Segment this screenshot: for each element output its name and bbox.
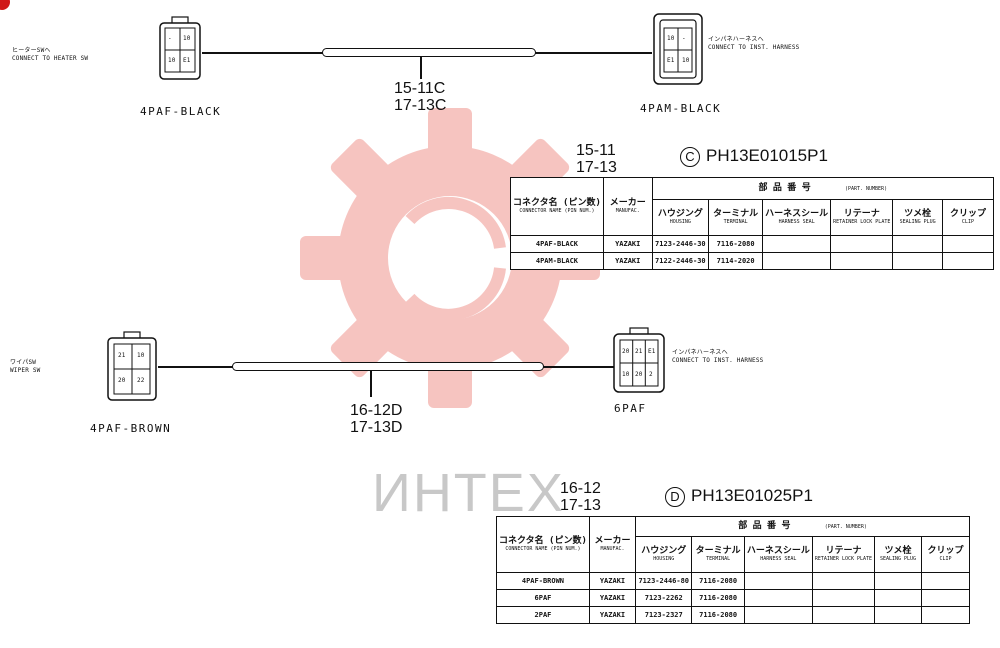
- connector-name-label: 6PAF: [614, 402, 647, 415]
- pin-label: 22: [137, 377, 145, 384]
- table-c-title: C PH13E01015P1: [680, 146, 828, 167]
- watermark-text: ИНТЕХ: [372, 463, 565, 523]
- pin-label: 10: [622, 371, 630, 378]
- pin-label: E1: [667, 57, 675, 64]
- pin-label: 10: [137, 352, 145, 359]
- harness-sheath-top: [322, 48, 536, 57]
- bottom-right-note-ja: インパネハーネスへ: [672, 349, 728, 356]
- pin-label: E1: [648, 348, 656, 355]
- col-header-connector: コネクタ名 (ピン数) CONNECTOR NAME (PIN NUM.): [510, 177, 604, 236]
- pin-label: 2: [649, 371, 653, 378]
- table-d: コネクタ名 (ピン数) CONNECTOR NAME (PIN NUM.) メー…: [496, 516, 971, 624]
- table-d-group: 16-12: [560, 480, 601, 497]
- table-c-group: 17-13: [576, 159, 617, 176]
- table-row: 4PAF-BROWN YAZAKI 7123-2446-80 7116-2080: [496, 572, 971, 590]
- pin-label: 20: [622, 348, 630, 355]
- pin-label: E1: [183, 57, 191, 64]
- wire-id: 17-13D: [350, 419, 403, 436]
- pin-label: 10: [183, 35, 191, 42]
- connector-6paf: 20 21 E1 10 20 2: [612, 326, 666, 394]
- pin-label: 20: [118, 377, 126, 384]
- wire-id: 15-11C: [394, 80, 446, 97]
- top-left-note-ja: ヒーターSWへ: [12, 47, 51, 54]
- table-d-group: 17-13: [560, 497, 601, 514]
- table-row: 6PAF YAZAKI 7123-2262 7116-2080: [496, 589, 971, 607]
- bottom-left-note-ja: ワイパSW: [10, 359, 37, 366]
- wire-leader-line: [420, 57, 422, 79]
- bottom-right-note-en: CONNECT TO INST. HARNESS: [672, 357, 764, 364]
- connector-name-label: 4PAM-BLACK: [640, 102, 722, 115]
- connector-4paf-brown: 21 10 20 22: [106, 330, 158, 402]
- pin-label: -: [682, 35, 686, 42]
- top-right-note-en: CONNECT TO INST. HARNESS: [708, 44, 800, 51]
- table-c-part-no: PH13E01015P1: [706, 146, 828, 165]
- span-header-part-number: 部 品 番 号 (PART. NUMBER): [635, 516, 970, 537]
- pin-label: 10: [667, 35, 675, 42]
- table-row: 2PAF YAZAKI 7123-2327 7116-2080: [496, 606, 971, 624]
- table-c-symbol: C: [680, 146, 700, 167]
- pin-label: 21: [635, 348, 643, 355]
- table-d-part-no: PH13E01025P1: [691, 486, 813, 505]
- span-header-part-number: 部 品 番 号 (PART. NUMBER): [651, 177, 995, 200]
- wire-leader-line: [370, 371, 372, 397]
- top-left-note-en: CONNECT TO HEATER SW: [12, 55, 89, 62]
- table-d-title: D PH13E01025P1: [665, 486, 813, 507]
- connector-4paf-black: - 10 10 E1: [158, 15, 202, 81]
- connector-name-label: 4PAF-BROWN: [90, 422, 172, 435]
- pin-label: 20: [635, 371, 643, 378]
- connector-4pam-black-icon: [653, 13, 703, 85]
- col-header-maker: メーカー MANUFAC.: [588, 516, 637, 573]
- table-row: 4PAF-BLACK YAZAKI 7123-2446-30 7116-2080: [510, 235, 995, 253]
- connector-name-label: 4PAF-BLACK: [140, 105, 222, 118]
- connector-4paf-black-icon: [159, 16, 201, 80]
- col-header-maker: メーカー MANUFAC.: [602, 177, 653, 236]
- bottom-left-note-en: WIPER SW: [10, 367, 41, 374]
- top-right-note-ja: インパネハーネスへ: [708, 36, 764, 43]
- connector-4pam-black: 10 - E1 10: [652, 12, 704, 86]
- table-row: 4PAM-BLACK YAZAKI 7122-2446-30 7114-2020: [510, 252, 995, 270]
- table-c-group: 15-11: [576, 142, 616, 159]
- col-header-connector: コネクタ名 (ピン数) CONNECTOR NAME (PIN NUM.): [496, 516, 590, 573]
- pin-label: 21: [118, 352, 126, 359]
- wire-id: 17-13C: [394, 97, 447, 114]
- logo-badge: [0, 0, 10, 10]
- connector-6paf-icon: [613, 327, 665, 393]
- connector-4paf-brown-icon: [107, 331, 157, 401]
- watermark-gear-icon: [300, 108, 600, 408]
- pin-label: -: [168, 35, 172, 42]
- pin-label: 10: [168, 57, 176, 64]
- table-c: コネクタ名 (ピン数) CONNECTOR NAME (PIN NUM.) メー…: [510, 177, 995, 270]
- wire-id: 16-12D: [350, 402, 403, 419]
- table-d-symbol: D: [665, 486, 685, 507]
- harness-sheath-bottom: [232, 362, 544, 371]
- pin-label: 10: [682, 57, 690, 64]
